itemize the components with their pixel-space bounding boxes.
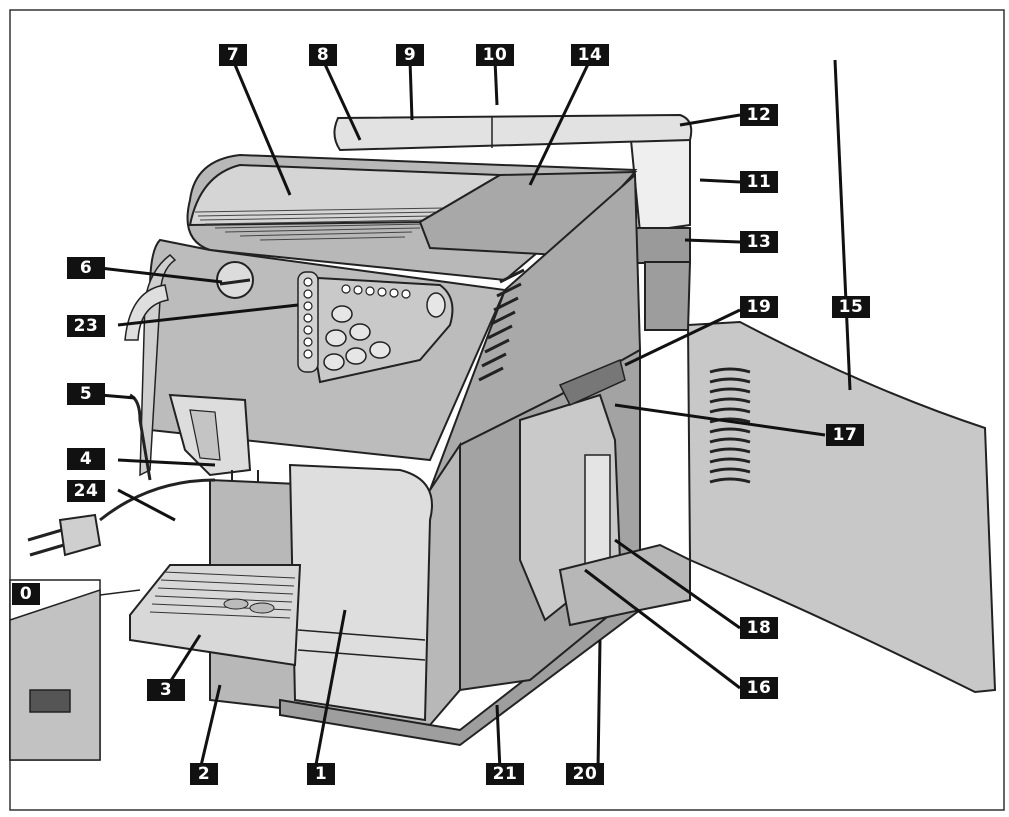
callout-4: 4 <box>67 448 105 470</box>
top-lid <box>333 113 693 152</box>
callout-11: 11 <box>740 171 778 193</box>
cup-warmer <box>188 163 504 227</box>
side-door <box>686 320 997 694</box>
callout-17: 17 <box>826 424 864 446</box>
callout-23: 23 <box>67 315 105 337</box>
wand-handle <box>124 284 169 341</box>
power-plug <box>58 513 102 557</box>
callout-6: 6 <box>67 257 105 279</box>
drip-tray-inner <box>558 543 691 627</box>
callout-0: 0 <box>12 583 40 605</box>
bean-container <box>628 126 691 234</box>
callout-12: 12 <box>740 104 778 126</box>
callout-7: 7 <box>219 44 247 66</box>
callout-13: 13 <box>740 231 778 253</box>
door-vents <box>709 367 751 484</box>
callout-19: 19 <box>740 296 778 318</box>
led-row <box>341 284 411 299</box>
leader-lines <box>99 59 852 771</box>
outer-border <box>9 9 1005 811</box>
callout-2: 2 <box>190 763 218 785</box>
callout-9: 9 <box>396 44 424 66</box>
callout-24: 24 <box>67 480 105 502</box>
callout-16: 16 <box>740 677 778 699</box>
bean-container-base <box>629 227 691 264</box>
grounds-drawer <box>288 463 433 722</box>
callout-18: 18 <box>740 617 778 639</box>
led-column <box>303 277 313 359</box>
callout-1: 1 <box>307 763 335 785</box>
power-switch <box>29 689 71 713</box>
panel-buttons <box>323 292 446 371</box>
right-column <box>644 261 692 331</box>
power-cord <box>99 478 216 522</box>
callout-8: 8 <box>309 44 337 66</box>
callout-3: 3 <box>147 679 185 701</box>
inset-detail <box>9 588 101 761</box>
side-vents <box>478 268 525 382</box>
callout-15: 15 <box>832 296 870 318</box>
callout-21: 21 <box>486 763 524 785</box>
door-hinge <box>558 358 626 406</box>
callout-10: 10 <box>476 44 514 66</box>
callout-5: 5 <box>67 383 105 405</box>
callout-14: 14 <box>571 44 609 66</box>
grille-lines <box>194 207 446 241</box>
callout-20: 20 <box>566 763 604 785</box>
